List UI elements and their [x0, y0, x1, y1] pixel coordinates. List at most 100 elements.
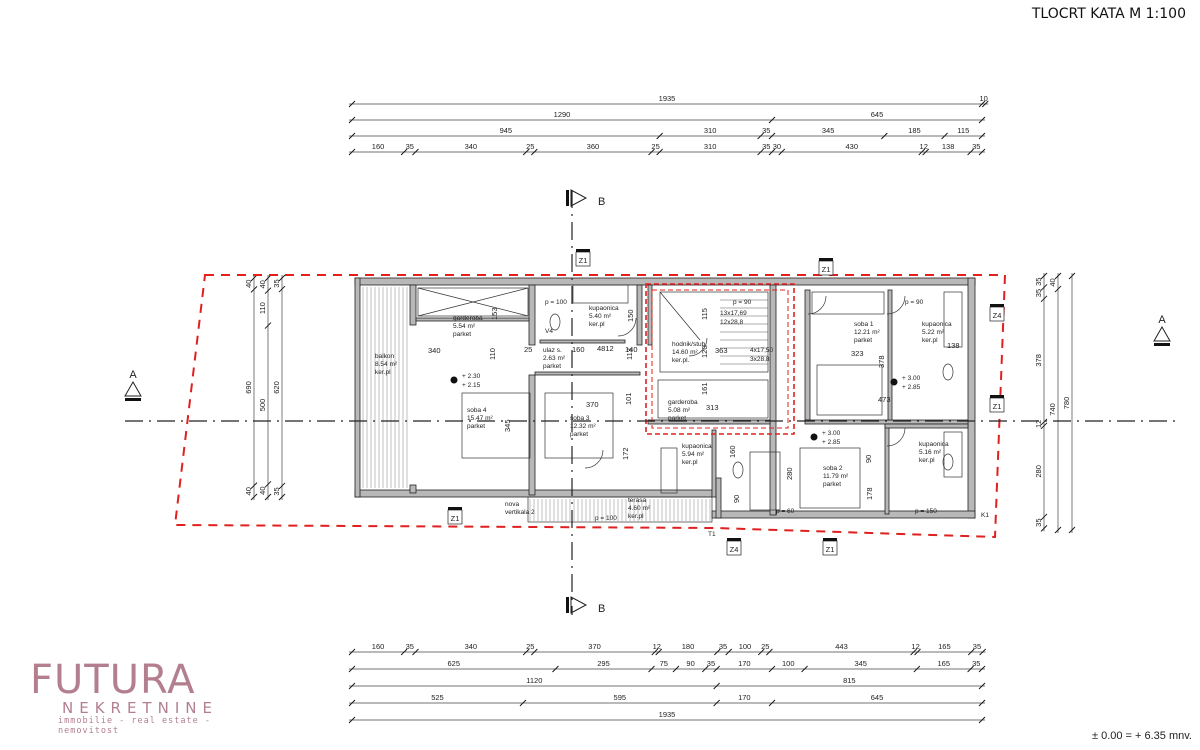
room-floor: ker.pl	[375, 369, 391, 376]
section-b-label: B	[598, 196, 605, 208]
dimension-tick	[713, 665, 720, 673]
level-marker-icon	[890, 378, 898, 386]
wall	[804, 289, 811, 421]
stair-boundary-outer	[645, 283, 795, 435]
wardrobe	[417, 287, 529, 317]
bed-soba4	[461, 392, 531, 459]
dimension-value: 30	[773, 142, 781, 151]
section-a-label: A	[1158, 314, 1166, 326]
dimension-value: 378	[1034, 354, 1043, 367]
door-swing	[807, 295, 827, 315]
stair-spec: 12x28,8	[720, 319, 744, 326]
dimension-value: 35	[1034, 289, 1043, 297]
dimension-tick	[979, 648, 986, 656]
dimension-tick	[913, 665, 921, 673]
dimension-value: 75	[660, 659, 668, 668]
dimension-tick	[713, 699, 720, 707]
zone-marker-bar	[727, 538, 741, 541]
wall	[715, 477, 722, 519]
dimension-tick	[725, 648, 733, 656]
room-name: balkon	[375, 353, 395, 360]
dimension-tick	[1040, 284, 1048, 291]
dimension-tick	[348, 699, 356, 707]
dimension-value: 35	[973, 642, 981, 651]
section-b-marker-bar	[566, 597, 569, 613]
room-area: 5.16 m²	[919, 449, 942, 456]
dimension-value: 35	[272, 279, 281, 287]
room-area: 4.60 m²	[628, 505, 651, 512]
dimension-value: 12	[1034, 420, 1043, 428]
dimension-value: 160	[372, 642, 385, 651]
interior-dimension: 90	[864, 455, 873, 463]
misc-label: p = 100	[545, 299, 567, 306]
logo-sub: NEKRETNINE	[62, 699, 218, 717]
wall	[647, 419, 771, 425]
wardrobe-cross	[417, 287, 529, 317]
dimension-value: 35	[272, 487, 281, 495]
room-name: soba 4	[467, 407, 487, 414]
dimension-tick	[978, 148, 986, 156]
room-floor: parket	[823, 481, 841, 488]
section-b-marker-bar	[566, 190, 569, 206]
dimension-tick	[400, 148, 408, 156]
overlay	[124, 189, 1175, 615]
dimension-value: 25	[761, 642, 769, 651]
dimension-tick	[768, 699, 776, 707]
plot-boundary	[173, 274, 1007, 539]
company-logo: FUTURA NEKRETNINE immobilie - real estat…	[22, 660, 232, 736]
dimension-tick	[1054, 272, 1062, 280]
dimension-tick	[348, 132, 356, 140]
interior-dimension: 340	[428, 346, 441, 355]
dimension-tick	[250, 493, 258, 501]
misc-label: p = 150	[915, 508, 937, 515]
dimension-tick	[978, 716, 986, 724]
interior-dimension: 140	[625, 345, 638, 354]
room-area: 8.54 m²	[375, 361, 398, 368]
dimension-tick	[801, 665, 808, 673]
dimension-value: 780	[1062, 397, 1071, 410]
room-area: 5.22 m²	[922, 329, 945, 336]
wall	[409, 284, 417, 326]
dimension-tick	[400, 648, 408, 656]
dimension-tick	[1040, 295, 1048, 303]
zone-label: Z1	[826, 545, 835, 554]
level-reference-note: ± 0.00 = + 6.35 mnv.	[1091, 730, 1192, 742]
dimension-tick	[967, 148, 974, 156]
zone-marker-bar	[990, 395, 1004, 398]
dimension-value: 100	[782, 659, 795, 668]
dimension-value: 1290	[554, 110, 571, 119]
dimension-tick	[648, 665, 655, 673]
dimension-value: 100	[739, 642, 752, 651]
dimension-value: 180	[682, 642, 695, 651]
dimension-tick	[701, 665, 709, 673]
logo-name: FUTURA	[30, 657, 196, 703]
room-floor: parket	[668, 415, 686, 422]
dimension-tick	[651, 648, 659, 656]
dimension-tick	[881, 132, 888, 140]
dimension-value: 310	[704, 126, 717, 135]
dimension-value: 35	[707, 659, 715, 668]
room-floor: ker.pl	[682, 459, 698, 466]
dimension-tick	[1040, 418, 1048, 426]
dimension-value: 35	[406, 142, 414, 151]
dimension-value: 40	[258, 280, 267, 288]
dimension-value: 138	[942, 142, 955, 151]
dimension-tick	[1054, 526, 1062, 534]
door-swing	[617, 317, 637, 337]
interior-dimension: 323	[851, 349, 864, 358]
interior-dimension: 280	[785, 467, 794, 480]
room-floor: parket	[543, 363, 561, 370]
bed-soba1	[816, 364, 883, 416]
bed-soba2	[799, 447, 861, 509]
dimension-value: 170	[738, 693, 751, 702]
dimension-value: 1935	[659, 94, 676, 103]
dimension-value: 1935	[659, 710, 676, 719]
wall	[534, 371, 641, 376]
dimension-value: 165	[938, 642, 951, 651]
room-name: soba 3	[570, 415, 590, 422]
dimension-tick	[713, 648, 721, 656]
zone-label: Z4	[730, 545, 739, 554]
door-swing	[886, 427, 906, 447]
dimension-tick	[250, 482, 258, 489]
